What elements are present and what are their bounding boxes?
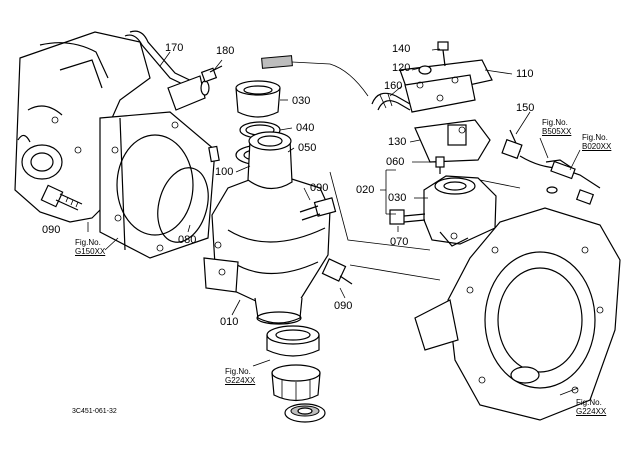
figure-ref-prefix: Fig.No.	[542, 118, 568, 127]
pipe-170	[124, 30, 210, 111]
part-label-030: 030	[388, 192, 407, 204]
bolt-070	[389, 209, 426, 225]
bracket-130	[414, 119, 491, 163]
figure-ref-code[interactable]: G224XX	[576, 407, 607, 416]
part-label-040: 040	[296, 122, 315, 134]
part-label-090: 090	[42, 224, 61, 236]
bolt-090-left	[40, 184, 83, 211]
hose-160	[371, 92, 411, 111]
part-label-130: 130	[388, 136, 407, 148]
part-label-030: 030	[292, 95, 311, 107]
leader-lines	[87, 48, 581, 396]
bolt-090-right-upper	[299, 197, 337, 221]
part-label-050: 050	[298, 142, 317, 154]
figure-ref-g224xx[interactable]: Fig.No. G224XX	[225, 367, 255, 385]
figure-ref-g150xx[interactable]: Fig.No. G150XX	[75, 238, 105, 256]
part-label-010: 010	[220, 316, 239, 328]
sensor-150	[501, 129, 601, 205]
thrust-bearing	[284, 403, 326, 423]
part-label-070: 070	[390, 236, 409, 248]
part-label-160: 160	[384, 80, 403, 92]
nut-120	[418, 65, 432, 75]
bushing-030-top	[235, 80, 281, 118]
bracket-plate-110	[399, 59, 513, 113]
part-label-170: 170	[165, 42, 184, 54]
figure-ref-b505xx[interactable]: Fig.No. B505XX	[542, 118, 571, 136]
part-label-060: 060	[386, 156, 405, 168]
part-label-090: 090	[310, 182, 329, 194]
part-label-140: 140	[392, 43, 411, 55]
figure-ref-prefix: Fig.No.	[582, 133, 608, 142]
figure-ref-code[interactable]: G224XX	[225, 376, 256, 385]
grease-fitting-060	[435, 156, 445, 174]
figure-ref-code[interactable]: B505XX	[542, 127, 572, 136]
lever-020	[423, 175, 497, 247]
part-label-180: 180	[216, 45, 235, 57]
o-ring-080	[157, 167, 209, 243]
part-label-020: 020	[356, 184, 375, 196]
figure-ref-b020xx[interactable]: Fig.No. B020XX	[582, 133, 611, 151]
gear-case	[414, 207, 621, 421]
figure-ref-code[interactable]: G150XX	[75, 247, 106, 256]
figure-ref-prefix: Fig.No.	[75, 238, 101, 247]
axle-housing	[14, 31, 216, 259]
spring	[261, 55, 293, 69]
part-label-120: 120	[392, 62, 411, 74]
figure-ref-prefix: Fig.No.	[225, 367, 251, 376]
diagram-code: 3C451-061-32	[72, 408, 117, 415]
figure-ref-code[interactable]: B020XX	[582, 142, 612, 151]
dowel-pin	[208, 145, 220, 163]
part-label-090: 090	[334, 300, 353, 312]
bolt-180	[200, 65, 223, 83]
part-label-080: 080	[178, 234, 197, 246]
bearing-cup	[271, 364, 321, 402]
figure-ref-prefix: Fig.No.	[576, 398, 602, 407]
part-label-100: 100	[215, 166, 234, 178]
figure-ref-g224xx[interactable]: Fig.No. G224XX	[576, 398, 606, 416]
bolt-090-right-lower	[321, 258, 353, 285]
part-label-150: 150	[516, 102, 535, 114]
part-label-110: 110	[516, 68, 534, 80]
bushing-g224	[266, 325, 320, 357]
bolt-140	[437, 41, 449, 67]
knuckle-casing-010	[203, 131, 331, 325]
